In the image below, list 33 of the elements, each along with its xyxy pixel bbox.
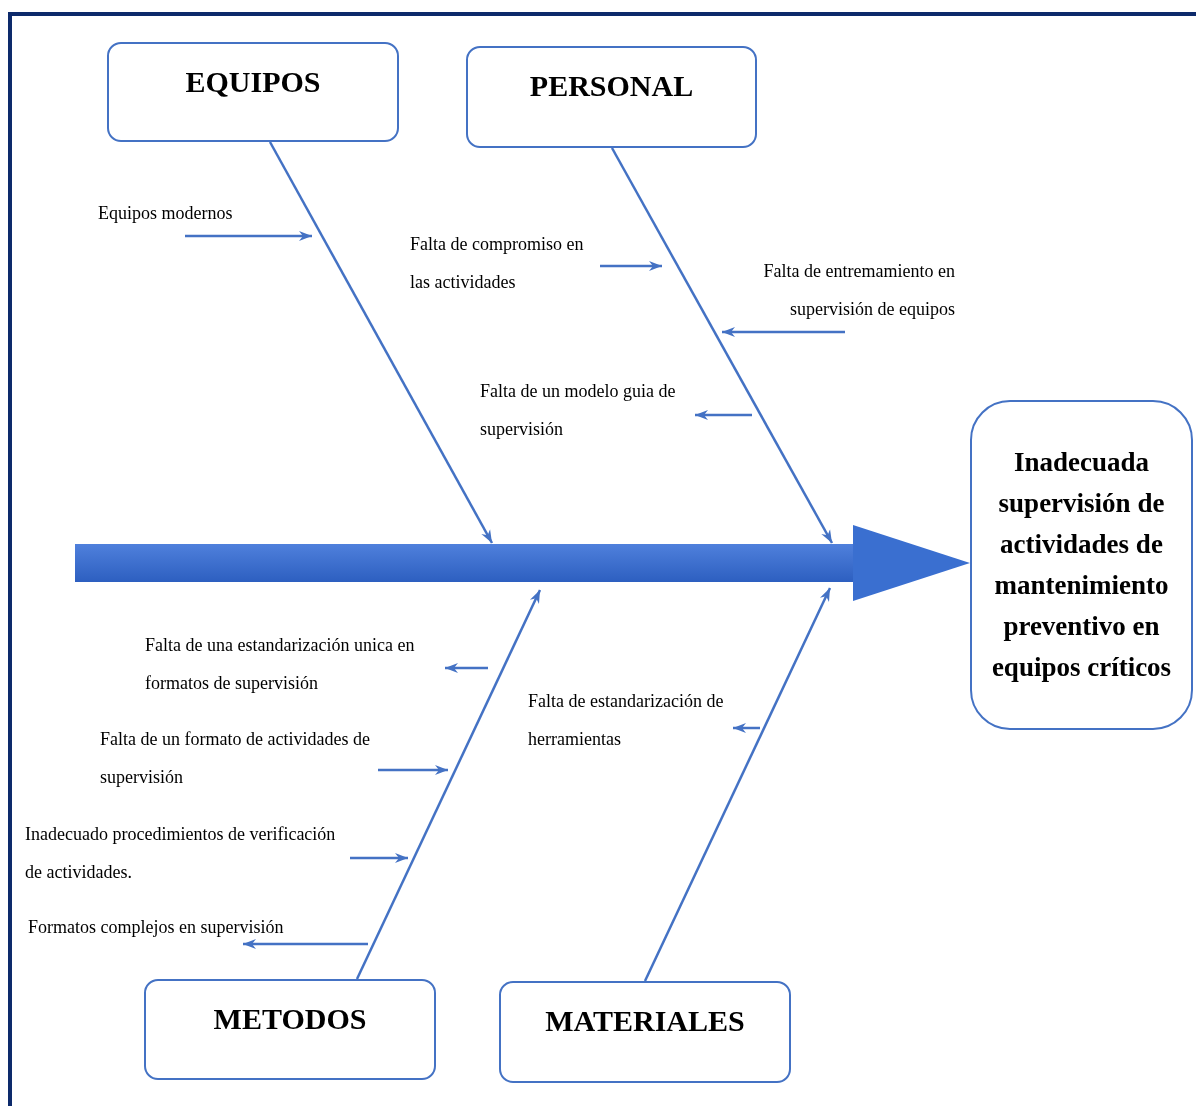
arrow (610, 147, 834, 544)
arrow (722, 327, 845, 337)
cause-text: Equipos modernos (98, 194, 298, 236)
arrow (268, 141, 494, 544)
cause-text: Formatos complejos en supervisión (28, 908, 328, 944)
cause-text: Falta de compromiso en las actividades (410, 225, 600, 303)
arrow (733, 723, 760, 733)
cause-text: Falta de entremamiento en supervisión de equipos (700, 252, 955, 332)
category-box (107, 42, 399, 142)
arrow (355, 589, 542, 980)
category-box (499, 981, 791, 1083)
cause-text: Falta de una estandarización unica en formatos de supervisión (145, 626, 445, 704)
cause-text: Inadecuado procedimientos de verificación de actividades. (25, 815, 350, 893)
category-label: PERSONAL (529, 68, 694, 104)
effect-label: Inadecuada supervisión de actividades de mantenimiento preventivo en equipos críticos (990, 446, 1173, 684)
arrow (378, 765, 448, 775)
arrow (185, 231, 312, 241)
cause-text: Falta de un modelo guia de supervisión (480, 372, 695, 450)
arrow (695, 410, 752, 420)
category-box (466, 46, 757, 148)
cause-text: Falta de estandarización de herramientas (528, 682, 733, 760)
cause-text: Falta de un formato de actividades de supervisión (100, 720, 378, 798)
arrow (600, 261, 662, 271)
arrow (243, 939, 368, 949)
arrow (350, 853, 408, 863)
spine-arrow (75, 525, 970, 601)
category-label: MATERIALES (545, 1003, 745, 1039)
category-label: METODOS (213, 1001, 367, 1037)
arrow (445, 663, 488, 673)
effect-box (970, 400, 1193, 730)
category-label: EQUIPOS (185, 64, 321, 100)
arrow (643, 587, 832, 982)
category-box (144, 979, 436, 1080)
